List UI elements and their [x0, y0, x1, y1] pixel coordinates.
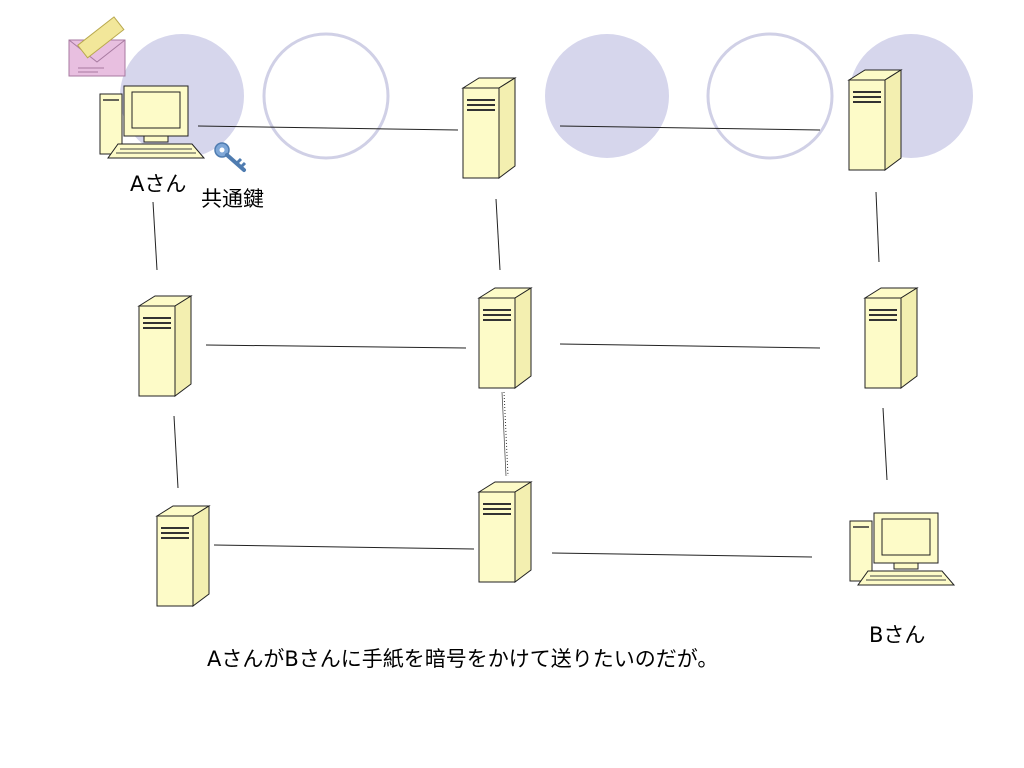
connections	[152, 125, 888, 558]
server-mid-right	[864, 287, 918, 389]
link-left-down	[173, 415, 179, 489]
key-icon	[214, 142, 247, 172]
link-row3-left	[213, 544, 475, 550]
server-bottom-left	[156, 505, 210, 607]
node-b-label: Bさん	[869, 623, 926, 647]
circle-outline-2	[706, 32, 834, 160]
link-row2-left	[205, 344, 467, 349]
link-server1-server2	[559, 125, 821, 131]
key-label: 共通鍵	[201, 187, 264, 211]
link-server2-down	[875, 191, 880, 263]
server-top-middle	[462, 77, 516, 179]
link-right-down	[882, 407, 888, 481]
link-center-dotted	[503, 391, 509, 477]
link-a-down	[152, 201, 158, 271]
node-a-label: Aさん	[130, 172, 187, 196]
desktop-computer-icon	[99, 85, 205, 159]
caption: AさんがBさんに手紙を暗号をかけて送りたいのだが。	[207, 647, 719, 671]
link-center-solid	[501, 391, 507, 477]
server-top-right	[848, 69, 902, 171]
server-bottom-center	[478, 481, 532, 583]
circle-filled-2	[545, 34, 669, 158]
link-row2-right	[559, 343, 821, 349]
desktop-computer-icon	[849, 512, 955, 586]
link-row3-right	[551, 552, 813, 558]
server-mid-left	[138, 295, 192, 397]
link-a-server1	[197, 125, 459, 131]
circle-outline-1	[262, 32, 390, 160]
link-server1-down	[495, 198, 501, 271]
envelope-icon	[68, 16, 126, 77]
server-mid-center	[478, 287, 532, 389]
